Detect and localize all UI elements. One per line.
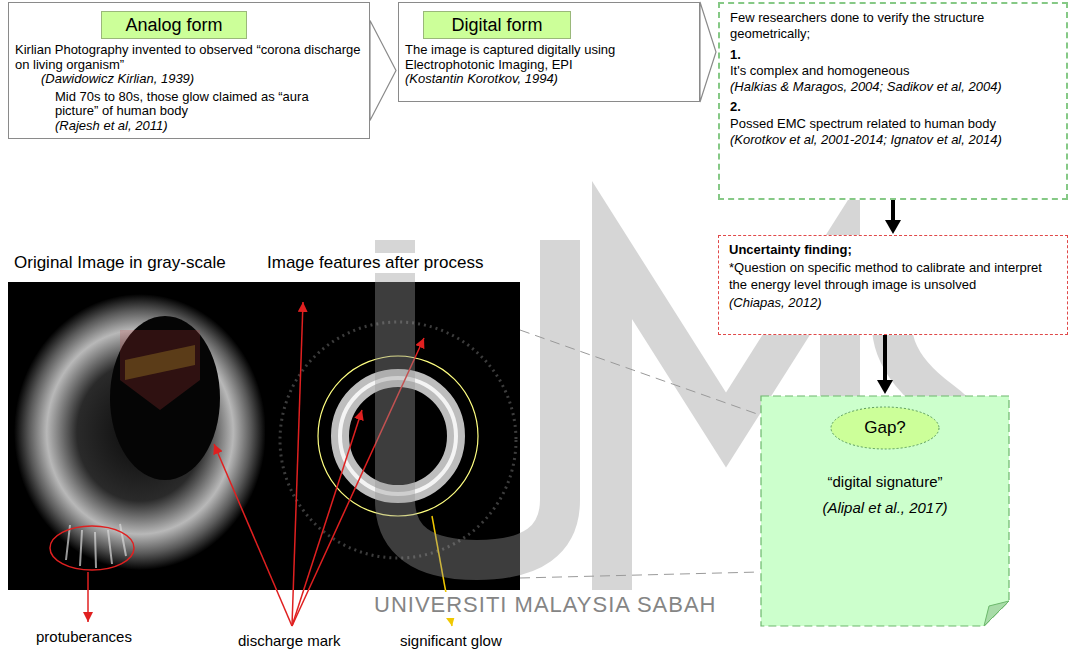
highlight-ellipse — [50, 526, 134, 570]
node-text: Kirlian Photography invented to observed… — [15, 43, 363, 72]
image-title: Image features after process — [265, 253, 485, 273]
node-text: Possed EMC spectrum related to human bod… — [730, 116, 1056, 132]
annotation-label: discharge mark — [238, 632, 341, 649]
uncertainty-box: Uncertainty finding; *Question on specifi… — [718, 235, 1068, 335]
node-text: Few researchers done to verify the struc… — [730, 10, 1056, 43]
gap-note: Gap? “digital signature” (Alipal et al., 2… — [760, 395, 1010, 627]
process-box: Analog formKirlian Photography invented … — [8, 2, 370, 139]
photo-background — [8, 282, 265, 590]
node-text: 1. — [730, 47, 1056, 63]
note-fold — [984, 601, 1009, 626]
annotation-label: protuberances — [36, 628, 132, 645]
crest-ghost — [125, 345, 195, 380]
finding-box: Few researchers done to verify the struc… — [718, 2, 1068, 200]
node-text: (Kostantin Korotkov, 1994) — [405, 72, 693, 87]
node-text: *Question on specific method to calibrat… — [729, 260, 1057, 293]
logo-letter — [395, 240, 560, 560]
node-text: (Alipal et al., 2017) — [770, 498, 1000, 518]
node-text: 2. — [730, 99, 1056, 115]
flow-arrow — [700, 2, 716, 102]
section-label: Digital form — [423, 11, 571, 39]
node-text: “digital signature” — [770, 472, 1000, 492]
node-text: Uncertainty finding; — [729, 242, 1057, 258]
note-outline — [761, 396, 1009, 626]
leader-arrow — [87, 572, 89, 622]
node-text: Gap? — [830, 406, 940, 450]
node-text: The image is captured digitally using El… — [405, 43, 693, 72]
leader-arrow — [292, 410, 362, 626]
node-text: Mid 70s to 80s, those glow claimed as “a… — [55, 90, 313, 119]
watermark-text: UNIVERSITI MALAYSIA SABAH — [372, 592, 718, 618]
node-text: It's complex and homogeneous — [730, 63, 1056, 79]
process-box: Digital formThe image is captured digita… — [398, 2, 700, 102]
image-title: Original Image in gray-scale — [12, 253, 228, 273]
glow-ring — [14, 294, 266, 570]
finger-shadow — [110, 316, 220, 480]
gap-ellipse: Gap? — [830, 406, 940, 450]
node-text: (Chiapas, 2012) — [729, 295, 1057, 311]
annotation-label: significant glow — [400, 632, 502, 649]
node-text: Digital form — [424, 12, 570, 38]
flow-arrow — [891, 200, 895, 224]
ellipse-outline — [831, 407, 939, 449]
flow-arrow — [883, 335, 887, 384]
leader-arrow — [292, 302, 303, 626]
section-label: Analog form — [101, 11, 247, 39]
dashed-leader — [520, 572, 760, 578]
node-text: (Dawidowicz Kirlian, 1939) — [41, 72, 363, 87]
node-text: Analog form — [102, 12, 246, 38]
leader-arrow — [214, 444, 292, 626]
node-text: (Korotkov et al, 2001-2014; Ignatov et a… — [730, 132, 1056, 148]
flow-arrow — [370, 21, 396, 121]
crest-ghost — [120, 330, 200, 410]
node-text: (Halkias & Maragos, 2004; Sadikov et al,… — [730, 79, 1056, 95]
node-text: (Rajesh et al, 2011) — [55, 119, 363, 134]
